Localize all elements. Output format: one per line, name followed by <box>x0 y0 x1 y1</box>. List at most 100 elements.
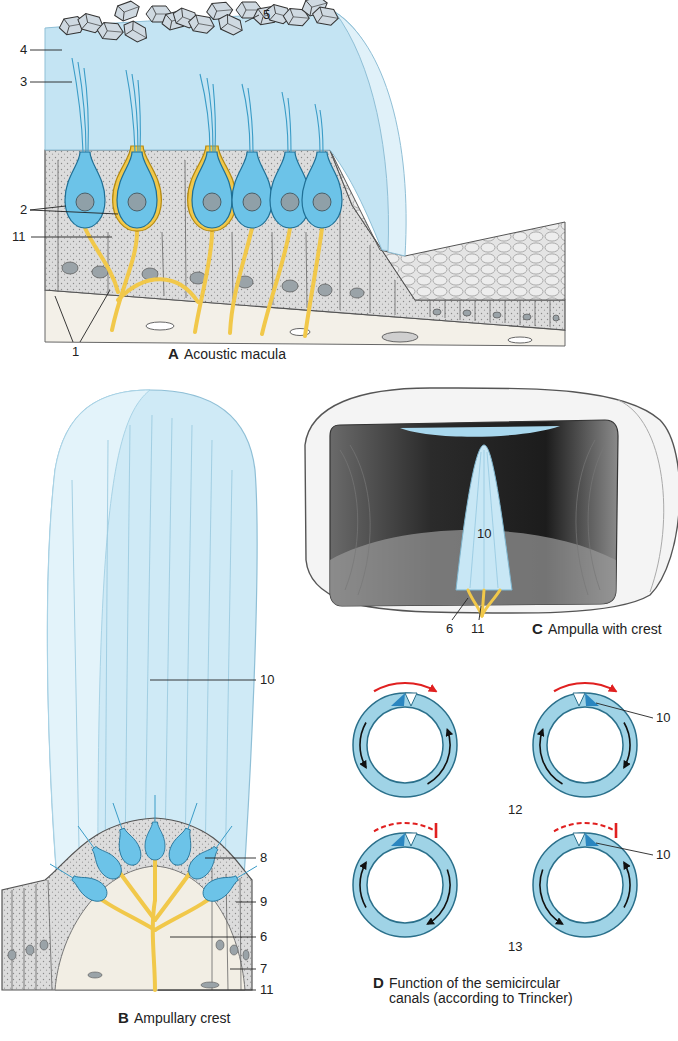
nerve-fiber <box>153 900 155 990</box>
epithelium <box>45 150 565 330</box>
epithelium <box>58 160 59 292</box>
hair-cell-nucleus <box>281 193 299 211</box>
connective-tissue <box>146 322 174 330</box>
epithelium <box>350 288 364 298</box>
cupula <box>456 445 512 590</box>
ampulla <box>400 426 560 437</box>
epithelium <box>490 300 491 322</box>
leader-line <box>31 237 112 238</box>
crest-epithelium <box>8 950 16 960</box>
leader-line <box>245 15 259 22</box>
callout-number: 12 <box>508 803 522 817</box>
hair-cell <box>65 152 342 228</box>
nerve-fiber <box>305 228 322 336</box>
panel-caption: Ampullary crest <box>134 1011 230 1026</box>
cupula <box>484 450 485 588</box>
semicircular-canal <box>547 707 623 783</box>
ampulla <box>618 400 664 592</box>
panel-letter: B <box>118 1010 129 1027</box>
hair-bundle <box>78 826 94 848</box>
callout-number: 11 <box>12 230 26 244</box>
ampulla <box>350 445 370 595</box>
cupula <box>72 415 232 900</box>
epithelium <box>62 262 78 274</box>
nerve-calyx <box>113 146 162 231</box>
leader-line <box>158 990 256 991</box>
epithelium <box>460 300 461 320</box>
cupula <box>105 440 108 880</box>
semicircular-canal <box>353 833 457 937</box>
callout-number: 10 <box>260 673 274 687</box>
semicircular-canal <box>533 683 637 797</box>
nerve-fiber <box>153 860 157 900</box>
hair-cell <box>192 152 232 228</box>
semicircular-canal <box>360 863 366 908</box>
leader-line <box>596 703 653 718</box>
epithelium <box>553 315 559 321</box>
crest-epithelium <box>8 940 249 988</box>
hair-bundle <box>188 803 197 829</box>
crest-epithelium <box>201 982 219 988</box>
semicircular-canal <box>367 707 443 783</box>
hair-cell <box>184 842 224 884</box>
epithelium <box>430 300 431 317</box>
hair-cell <box>199 869 242 905</box>
callout-number: 9 <box>260 895 267 909</box>
semicircular-canal <box>533 693 637 797</box>
leader-line <box>170 937 256 938</box>
panel-letter: D <box>373 975 384 992</box>
hair-cell <box>145 822 165 860</box>
hair-cell <box>117 152 157 228</box>
epithelium <box>395 280 396 315</box>
crest-epithelium <box>240 878 241 990</box>
otoconia <box>97 22 124 40</box>
semicircular-canal <box>360 723 366 768</box>
panel-caption: Function of the semicircular canals (acc… <box>389 976 604 1007</box>
crest-epithelium <box>216 940 224 950</box>
epithelium <box>493 312 501 318</box>
epithelium <box>463 310 471 316</box>
crest-epithelium <box>36 884 37 990</box>
ampulla <box>330 420 618 606</box>
ampulla <box>340 450 358 590</box>
semicircular-canal <box>554 823 613 831</box>
callout-number: 13 <box>508 940 522 954</box>
hair-bundle <box>237 866 257 878</box>
crest-epithelium <box>48 880 52 990</box>
epithelium <box>475 300 476 321</box>
semicircular-canal <box>554 683 616 691</box>
epithelium <box>318 284 332 296</box>
callout-number: 5 <box>263 8 270 22</box>
semicircular-canal <box>624 863 630 908</box>
hair-cell-nucleus <box>203 193 221 211</box>
hair-cell-nucleus <box>313 193 331 211</box>
ampulla <box>576 440 595 595</box>
semicircular-canal <box>624 723 630 768</box>
crest-epithelium <box>12 868 241 990</box>
epithelium <box>445 300 446 318</box>
leader-line <box>30 210 118 214</box>
leader-line <box>479 606 481 620</box>
leader-line <box>230 969 256 970</box>
callout-number: 10 <box>656 848 670 862</box>
semicircular-canal <box>353 683 457 797</box>
leader-line <box>30 15 259 342</box>
epithelium <box>370 245 371 313</box>
semicircular-canal <box>405 833 417 846</box>
leader-line <box>205 858 256 859</box>
leader-line <box>30 206 66 210</box>
leader-line <box>596 843 653 855</box>
semicircular-canal <box>540 840 630 930</box>
leader-line <box>30 82 72 83</box>
otolithic-membrane <box>335 12 406 256</box>
cupula <box>205 440 212 865</box>
epithelium <box>505 300 506 323</box>
panel-caption: Acoustic macula <box>184 347 286 362</box>
cupula <box>165 418 172 850</box>
panel-letter: C <box>532 621 543 638</box>
leader-line <box>30 50 62 51</box>
crest-epithelium <box>40 940 48 950</box>
epithelium <box>108 232 109 294</box>
hair-bundle <box>155 795 156 822</box>
